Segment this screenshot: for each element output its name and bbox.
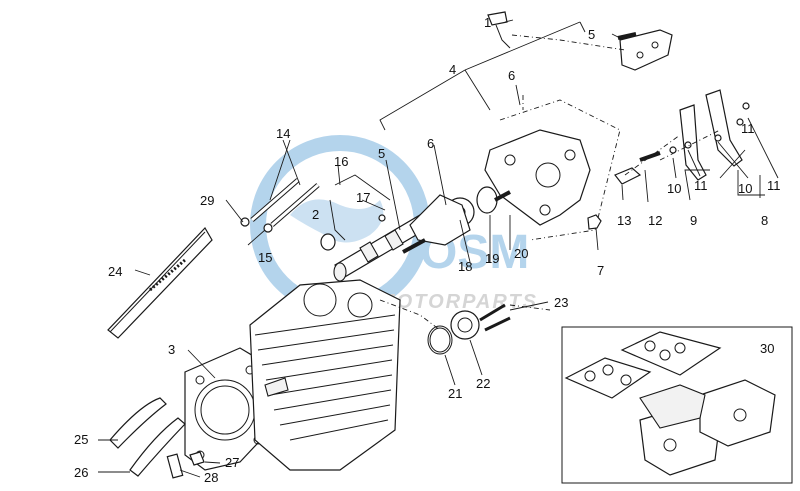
callout-11-left: 11 bbox=[694, 178, 708, 193]
o-ring bbox=[427, 325, 453, 355]
callout-9: 9 bbox=[690, 213, 697, 228]
rocker-dash-lines bbox=[624, 129, 721, 176]
oil-pipe-bracket bbox=[487, 11, 511, 49]
callout-7: 7 bbox=[597, 263, 604, 278]
camshaft-support-pair bbox=[639, 379, 776, 476]
callout-3: 3 bbox=[168, 342, 175, 357]
washer bbox=[240, 217, 273, 233]
screw-top bbox=[617, 32, 637, 40]
callout-26: 26 bbox=[74, 465, 88, 480]
callout-22: 22 bbox=[476, 376, 490, 391]
callout-14: 14 bbox=[276, 126, 290, 141]
cover-dash-link bbox=[379, 299, 551, 331]
callout-16: 16 bbox=[334, 154, 348, 169]
phonic-wheel bbox=[476, 186, 498, 214]
callout-4: 4 bbox=[449, 62, 456, 77]
head-gasket bbox=[184, 347, 271, 471]
callout-2: 2 bbox=[312, 207, 319, 222]
callout-11-right: 11 bbox=[767, 178, 781, 193]
camshaft-support-dash-outline bbox=[499, 99, 621, 241]
adjuster-screws bbox=[669, 102, 750, 154]
callout-30: 30 bbox=[760, 341, 774, 356]
callout-11-top: 11 bbox=[741, 121, 755, 136]
rocker-arm-right bbox=[705, 89, 743, 167]
dowel-bush bbox=[166, 453, 184, 479]
callout-24: 24 bbox=[108, 264, 122, 279]
callout-23: 23 bbox=[554, 295, 568, 310]
bolt-center bbox=[402, 238, 426, 254]
rocker-arm-assembly bbox=[409, 194, 471, 246]
callout-17: 17 bbox=[356, 190, 370, 205]
cover-screws bbox=[479, 303, 511, 332]
callout-10-left: 10 bbox=[667, 181, 681, 196]
camshaft-support bbox=[484, 129, 591, 226]
thrust-washer bbox=[320, 233, 336, 251]
cylinder-stud-bolts bbox=[250, 178, 320, 227]
rocker-shaft bbox=[639, 151, 661, 162]
callout-15: 15 bbox=[258, 250, 272, 265]
callout-6-top: 6 bbox=[508, 68, 515, 83]
cylinder-head bbox=[249, 279, 401, 471]
tappet bbox=[614, 167, 642, 185]
callout-8: 8 bbox=[761, 213, 768, 228]
callout-6-mid: 6 bbox=[427, 136, 434, 151]
callout-25: 25 bbox=[74, 432, 88, 447]
callout-10-right: 10 bbox=[738, 181, 752, 196]
callout-18: 18 bbox=[458, 259, 472, 274]
top-dash-link bbox=[511, 34, 626, 51]
rocker-arm-left bbox=[679, 104, 707, 181]
callout-28: 28 bbox=[204, 470, 218, 485]
callout-27: 27 bbox=[225, 455, 239, 470]
callout-5-mid: 5 bbox=[378, 146, 385, 161]
timing-chain bbox=[107, 227, 213, 339]
sensor-cover bbox=[450, 310, 480, 340]
guide-pin bbox=[189, 451, 205, 466]
chain-tensioner-slipper bbox=[109, 397, 167, 449]
rocker-cover-top bbox=[619, 29, 673, 71]
callout-labels: 1 5 4 6 6 5 14 16 17 2 29 15 24 18 19 20… bbox=[74, 15, 781, 485]
nut bbox=[587, 214, 602, 230]
leader-lines bbox=[98, 19, 779, 478]
callout-13: 13 bbox=[617, 213, 631, 228]
watermark-subtitle: MOTORPARTS bbox=[378, 291, 538, 313]
callout-5-top: 5 bbox=[588, 27, 595, 42]
callout-19: 19 bbox=[485, 251, 499, 266]
small-pin bbox=[378, 214, 386, 222]
callout-20: 20 bbox=[514, 246, 528, 261]
rocker-cover-gasket bbox=[564, 331, 722, 399]
callout-29: 29 bbox=[200, 193, 214, 208]
callout-1: 1 bbox=[484, 15, 491, 30]
callout-12: 12 bbox=[648, 213, 662, 228]
chain-guide bbox=[129, 417, 186, 477]
callout-21: 21 bbox=[448, 386, 462, 401]
